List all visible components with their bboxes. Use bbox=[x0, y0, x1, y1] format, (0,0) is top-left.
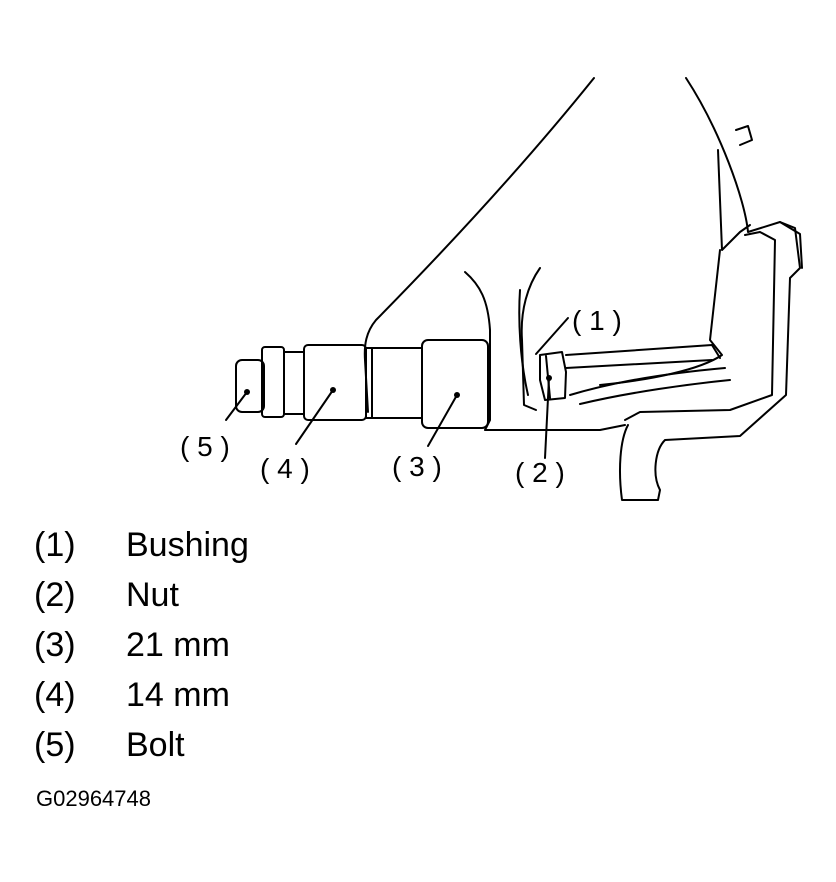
socket-14mm-body bbox=[303, 344, 367, 421]
socket-extension bbox=[365, 347, 423, 419]
knuckle-channel bbox=[624, 231, 776, 421]
leader-dot-2 bbox=[546, 375, 552, 381]
arm-rod-bottom-2 bbox=[579, 379, 731, 405]
legend-desc: 21 mm bbox=[126, 626, 230, 664]
legend-item: (1) Bushing bbox=[34, 520, 249, 570]
bolt-head bbox=[235, 359, 265, 413]
parts-legend: (1) Bushing (2) Nut (3) 21 mm (4) 14 mm … bbox=[34, 520, 249, 770]
socket-21mm bbox=[421, 339, 489, 429]
leader-dot-3 bbox=[454, 392, 460, 398]
leader-dot-5 bbox=[244, 389, 250, 395]
control-arm-inner-edge-2 bbox=[518, 289, 529, 396]
arm-rod-bottom bbox=[569, 367, 726, 396]
arm-rod-upper bbox=[565, 344, 721, 359]
bolt-washer bbox=[261, 346, 285, 418]
callout-3: ( 3 ) bbox=[392, 451, 442, 482]
knuckle-outer bbox=[619, 77, 801, 501]
legend-key: (2) bbox=[34, 576, 76, 614]
legend-desc: Bushing bbox=[126, 526, 249, 564]
leader-4 bbox=[295, 389, 334, 445]
arm-rod-lower bbox=[565, 359, 713, 369]
knuckle-mount bbox=[779, 221, 803, 269]
control-arm-inner-edge bbox=[520, 267, 541, 411]
legend-desc: Nut bbox=[126, 576, 179, 614]
socket-14mm bbox=[283, 351, 305, 415]
leader-2 bbox=[544, 377, 550, 459]
legend-key: (3) bbox=[34, 626, 76, 664]
legend-key: (5) bbox=[34, 726, 76, 764]
leader-5 bbox=[225, 391, 248, 421]
nut-outline bbox=[539, 351, 567, 401]
body-panel-outline bbox=[363, 77, 595, 413]
callout-5: ( 5 ) bbox=[180, 431, 230, 462]
figure-id: G02964748 bbox=[36, 786, 151, 811]
legend-desc: Bolt bbox=[126, 726, 185, 764]
legend-item: (5) Bolt bbox=[34, 720, 249, 770]
leader-3 bbox=[427, 394, 458, 447]
leader-dot-4 bbox=[330, 387, 336, 393]
callout-1: ( 1 ) bbox=[572, 305, 622, 336]
callout-2: ( 2 ) bbox=[515, 457, 565, 488]
legend-key: (4) bbox=[34, 676, 76, 714]
legend-item: (3) 21 mm bbox=[34, 620, 249, 670]
legend-key: (1) bbox=[34, 526, 76, 564]
knuckle-inner bbox=[717, 149, 751, 251]
legend-desc: 14 mm bbox=[126, 676, 230, 714]
leader-1 bbox=[535, 317, 569, 355]
callout-4: ( 4 ) bbox=[260, 453, 310, 484]
knuckle-tab bbox=[735, 125, 753, 146]
legend-item: (2) Nut bbox=[34, 570, 249, 620]
legend-item: (4) 14 mm bbox=[34, 670, 249, 720]
